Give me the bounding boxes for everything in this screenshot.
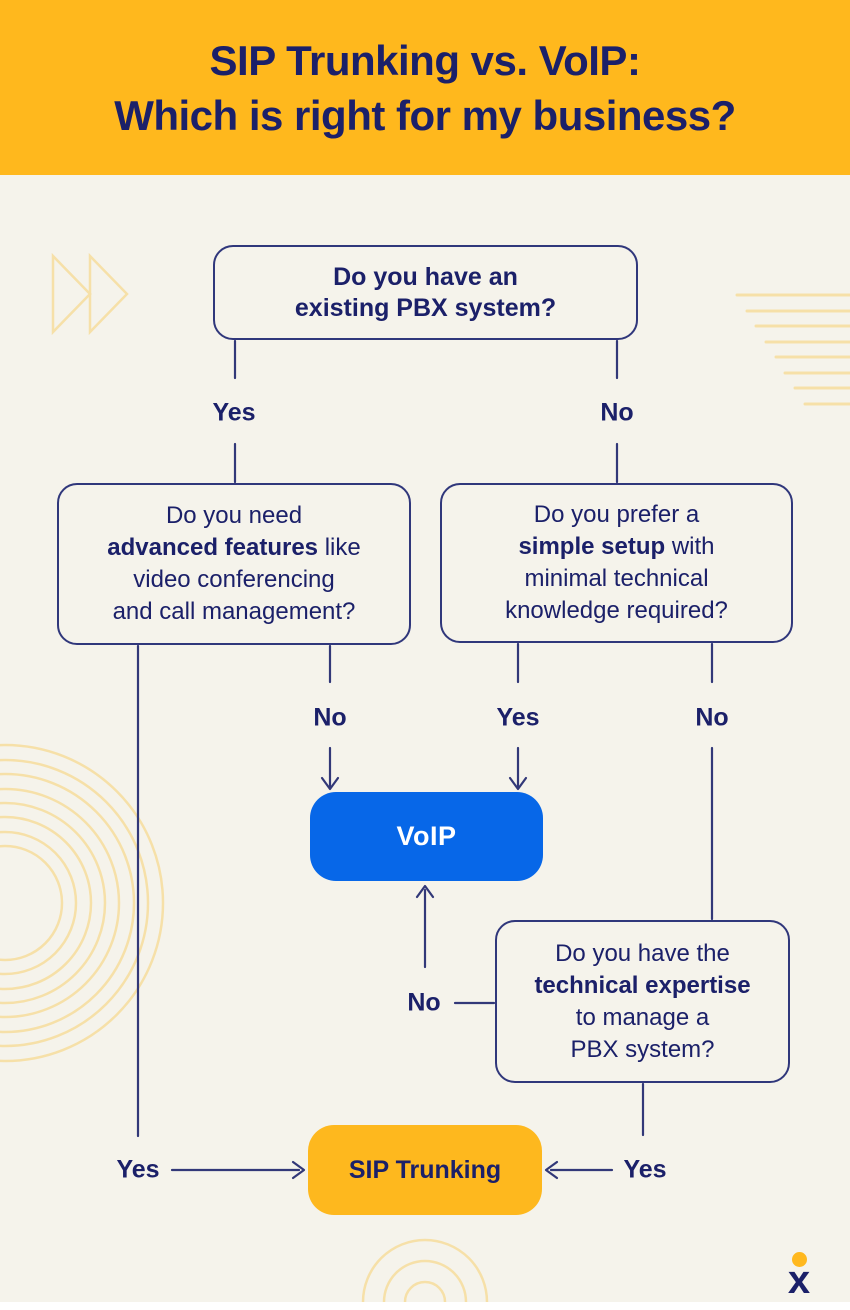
question-text: technical expertise bbox=[534, 970, 750, 1002]
question-keyword: advanced features bbox=[107, 534, 319, 561]
edge-label-pbx-no: No bbox=[600, 398, 634, 427]
question-text: to manage a bbox=[575, 1003, 710, 1031]
question-text: Do you need bbox=[165, 502, 303, 529]
result-box-voip: VoIP bbox=[310, 792, 543, 881]
edge-label-setup-yes: Yes bbox=[496, 703, 540, 732]
page-title-line1: SIP Trunking vs. VoIP: bbox=[209, 36, 641, 84]
question-text: video conferencing bbox=[133, 566, 335, 593]
edge-label-expertise-no: No bbox=[407, 988, 441, 1017]
speed-lines-decoration bbox=[735, 293, 850, 406]
header-banner: SIP Trunking vs. VoIP: Which is right fo… bbox=[0, 0, 850, 175]
question-text: and call management? bbox=[112, 598, 356, 625]
question-box-advanced-features: Do you need advanced features like video… bbox=[57, 483, 411, 645]
nextiva-x-logo: x bbox=[775, 1252, 823, 1302]
edge-label-setup-no: No bbox=[695, 703, 729, 732]
question-text: existing PBX system? bbox=[294, 293, 557, 322]
question-keyword: simple setup bbox=[518, 533, 666, 560]
question-text: simple setup with bbox=[518, 533, 715, 560]
page-title-line2: Which is right for my business? bbox=[114, 91, 736, 139]
edge-label-features-no: No bbox=[313, 703, 347, 732]
question-text: minimal technical bbox=[524, 565, 709, 592]
logo-dot-icon bbox=[791, 1252, 807, 1267]
question-text: knowledge required? bbox=[505, 597, 728, 624]
question-text: PBX system? bbox=[570, 1035, 715, 1063]
arcs-decoration bbox=[361, 1238, 489, 1310]
question-box-simple-setup: Do you prefer a simple setup with minima… bbox=[440, 483, 793, 643]
question-text: Do you have the bbox=[555, 939, 730, 967]
question-box-technical-expertise: Do you have the technical expertise to m… bbox=[495, 920, 790, 1083]
concentric-circles-decoration bbox=[0, 743, 165, 1063]
question-keyword: technical expertise bbox=[534, 971, 751, 999]
edge-label-pbx-yes: Yes bbox=[212, 398, 256, 427]
connector-lines bbox=[136, 339, 714, 1180]
edge-label-expertise-yes: Yes bbox=[623, 1155, 667, 1184]
question-box-existing-pbx: Do you have an existing PBX system? bbox=[213, 245, 638, 340]
question-text: advanced features like bbox=[107, 534, 361, 561]
bottom-strip bbox=[0, 1302, 850, 1310]
question-text: Do you prefer a bbox=[533, 501, 700, 528]
question-text: Do you have an bbox=[333, 262, 518, 291]
fast-forward-icon bbox=[51, 252, 129, 336]
logo-letter: x bbox=[787, 1258, 811, 1302]
result-box-sip-trunking: SIP Trunking bbox=[308, 1125, 542, 1215]
edge-label-features-yes: Yes bbox=[116, 1155, 160, 1184]
